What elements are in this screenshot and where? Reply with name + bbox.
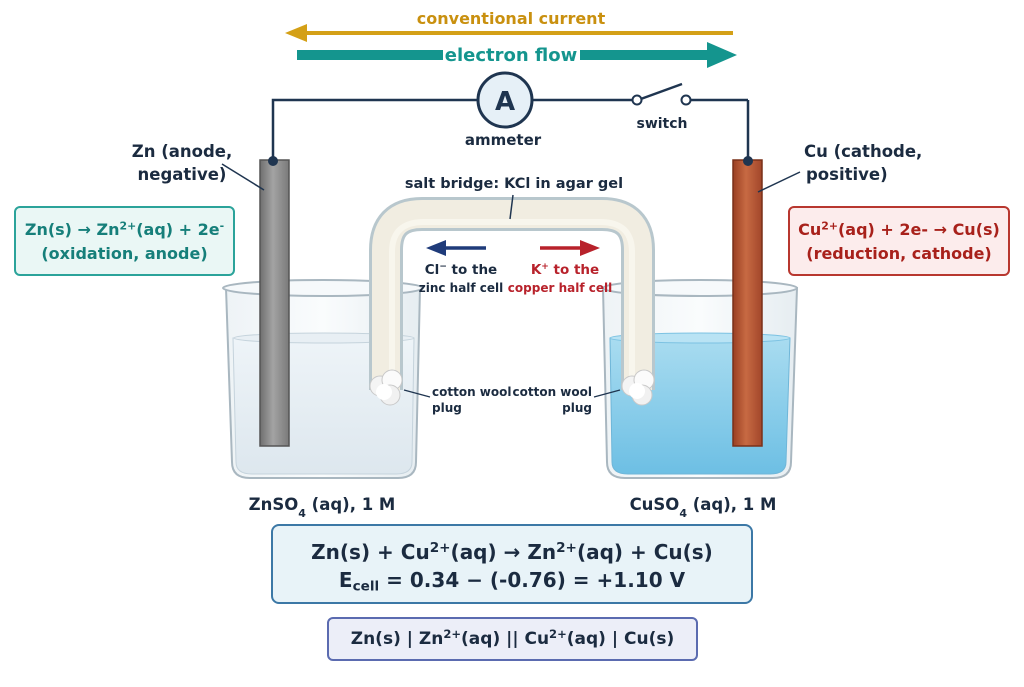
electron-flow-label: electron flow [445,45,578,66]
salt-bridge-label: salt bridge: KCl in agar gel [405,176,623,192]
anion-arrow [426,240,486,256]
cell-notation: Zn(s) | Zn2+(aq) || Cu2+(aq) | Cu(s) [350,627,675,649]
overall-reaction-box: Zn(s) + Cu2+(aq) → Zn2+(aq) + Cu(s) Ecel… [271,524,753,604]
copper-solution-label: CuSO4 (aq), 1 M [630,495,777,520]
salt-bridge [369,197,655,390]
copper-electrode [732,159,763,447]
anode-label-line1: Zn (anode, [132,142,232,161]
conventional-current-label: conventional current [417,9,606,28]
electron-flow-arrow [297,42,737,68]
anode-label-line2: negative) [138,165,227,184]
cation-label: K+ to the [531,262,599,278]
plug-right-label-line1: cotton wool [513,385,592,399]
zinc-terminal [268,156,278,166]
cathode-label-line2: positive) [806,165,888,184]
copper-terminal [743,156,753,166]
anode-pointer [221,163,265,191]
anode-half-reaction: Zn(s) → Zn2+(aq) + 2e- [24,219,225,239]
cathode-label-line1: Cu (cathode, [804,142,922,161]
plug-left-label-line2: plug [432,401,462,415]
cell-notation-box: Zn(s) | Zn2+(aq) || Cu2+(aq) | Cu(s) [327,617,698,661]
cotton-plug-left [369,369,403,406]
zinc-electrode [259,159,290,447]
plug-right-label-line2: plug [562,401,592,415]
switch-terminal-left [631,94,643,106]
cathode-reaction-type: (reduction, cathode) [806,244,992,263]
anode-reaction-type: (oxidation, anode) [41,244,208,263]
plug-right-pointer [593,389,621,398]
salt-bridge-pointer [509,194,514,220]
switch-label: switch [636,116,687,132]
plug-left-label-line1: cotton wool [432,385,511,399]
overall-equation: Zn(s) + Cu2+(aq) → Zn2+(aq) + Cu(s) [311,540,713,564]
conventional-current-arrow [285,24,733,42]
anion-destination: zinc half cell [419,281,504,295]
cathode-half-reaction-box: Cu2+(aq) + 2e- → Cu(s) (reduction, catho… [788,206,1010,276]
cathode-half-reaction: Cu2+(aq) + 2e- → Cu(s) [798,219,1000,239]
cell-potential: Ecell = 0.34 − (-0.76) = +1.10 V [338,568,686,595]
cathode-pointer [757,171,801,193]
anion-label: Cl− to the [425,262,497,278]
anode-half-reaction-box: Zn(s) → Zn2+(aq) + 2e- (oxidation, anode… [14,206,235,276]
ammeter-icon [476,71,534,129]
ammeter-symbol: A [495,87,515,117]
cotton-plug-right [621,369,655,406]
switch-terminal-right [680,94,692,106]
zinc-solution-label: ZnSO4 (aq), 1 M [249,495,396,520]
circuit-wire [271,82,750,158]
ammeter-label: ammeter [465,131,542,149]
cation-arrow [540,240,600,256]
plug-left-pointer [403,389,431,398]
cation-destination: copper half cell [508,281,612,295]
